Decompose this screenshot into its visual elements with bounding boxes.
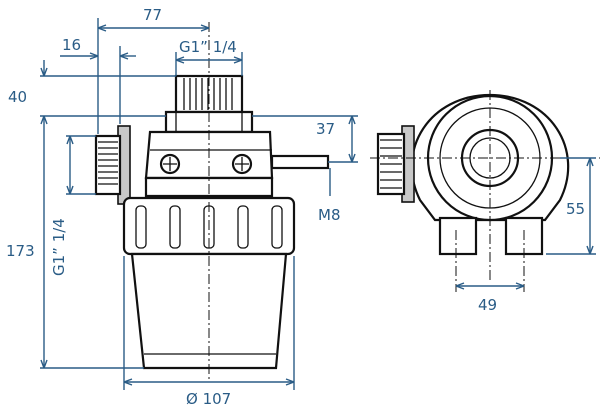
dim-49-label: 49 — [478, 296, 497, 314]
dim-107-label: Ø 107 — [186, 390, 231, 408]
dim-55-label: 55 — [566, 200, 585, 218]
top-thread-lines — [183, 78, 233, 110]
dim-side-thread-label: G1” 1/4 — [50, 218, 68, 276]
side-thread-nipple — [94, 134, 122, 196]
dim-m8-label: M8 — [318, 206, 341, 224]
dim-top-thread-label: G1” 1/4 — [179, 38, 237, 56]
side-view — [370, 90, 600, 292]
front-view — [94, 22, 330, 380]
dim-77-label: 77 — [143, 6, 162, 24]
m8-bolt — [270, 154, 330, 170]
dim-37-label: 37 — [316, 120, 335, 138]
dimension-lines — [40, 18, 596, 390]
side-thread-lines — [98, 141, 118, 185]
left-foot — [438, 216, 478, 256]
dim-16-label: 16 — [62, 36, 81, 54]
dim-173-label: 173 — [6, 242, 35, 260]
head-bolts — [159, 153, 253, 175]
dim-40-label: 40 — [8, 88, 27, 106]
